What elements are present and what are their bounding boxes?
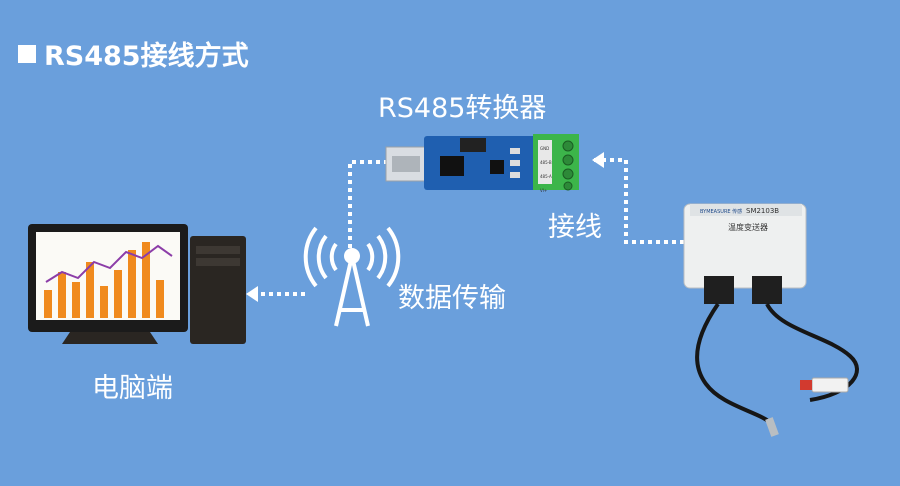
transmitter-brand-text: BYMEASURE 传感 <box>700 209 743 215</box>
antenna-icon <box>303 226 401 327</box>
page-title: RS485接线方式 <box>18 34 249 73</box>
computer-image <box>28 224 246 344</box>
rs485-converter-image <box>385 134 579 191</box>
pin-485b: 485-B <box>540 160 552 165</box>
transmitter-model: SM2103B <box>746 207 780 215</box>
monitor-stand <box>62 332 158 344</box>
transmitter-case <box>683 203 807 289</box>
pin-gnd: GND <box>540 146 550 151</box>
connector-lines <box>258 158 684 296</box>
screen-bars <box>44 242 164 318</box>
pc-label: 电脑端 <box>92 373 173 404</box>
arrow-to-pc-icon <box>246 286 258 302</box>
converter-board <box>424 136 536 190</box>
title-square-icon <box>18 44 36 63</box>
connector-transmitter-to-converter <box>592 158 684 244</box>
title-text: RS485接线方式 <box>44 41 249 72</box>
wiring-label: 接线 <box>548 212 602 243</box>
converter-label: RS485转换器 <box>378 93 547 124</box>
transmitter-name: 温度变送器 <box>728 223 768 232</box>
pin-vi: VI+ <box>540 188 548 193</box>
converter-pin-labels: GND 485-B 485-A VI+ <box>540 142 552 198</box>
transmission-label: 数据传输 <box>398 283 506 314</box>
transmitter-image <box>683 203 859 437</box>
arrow-to-converter-icon <box>592 152 604 168</box>
pin-485a: 485-A <box>540 174 552 179</box>
connector-antenna-to-converter <box>348 160 386 248</box>
